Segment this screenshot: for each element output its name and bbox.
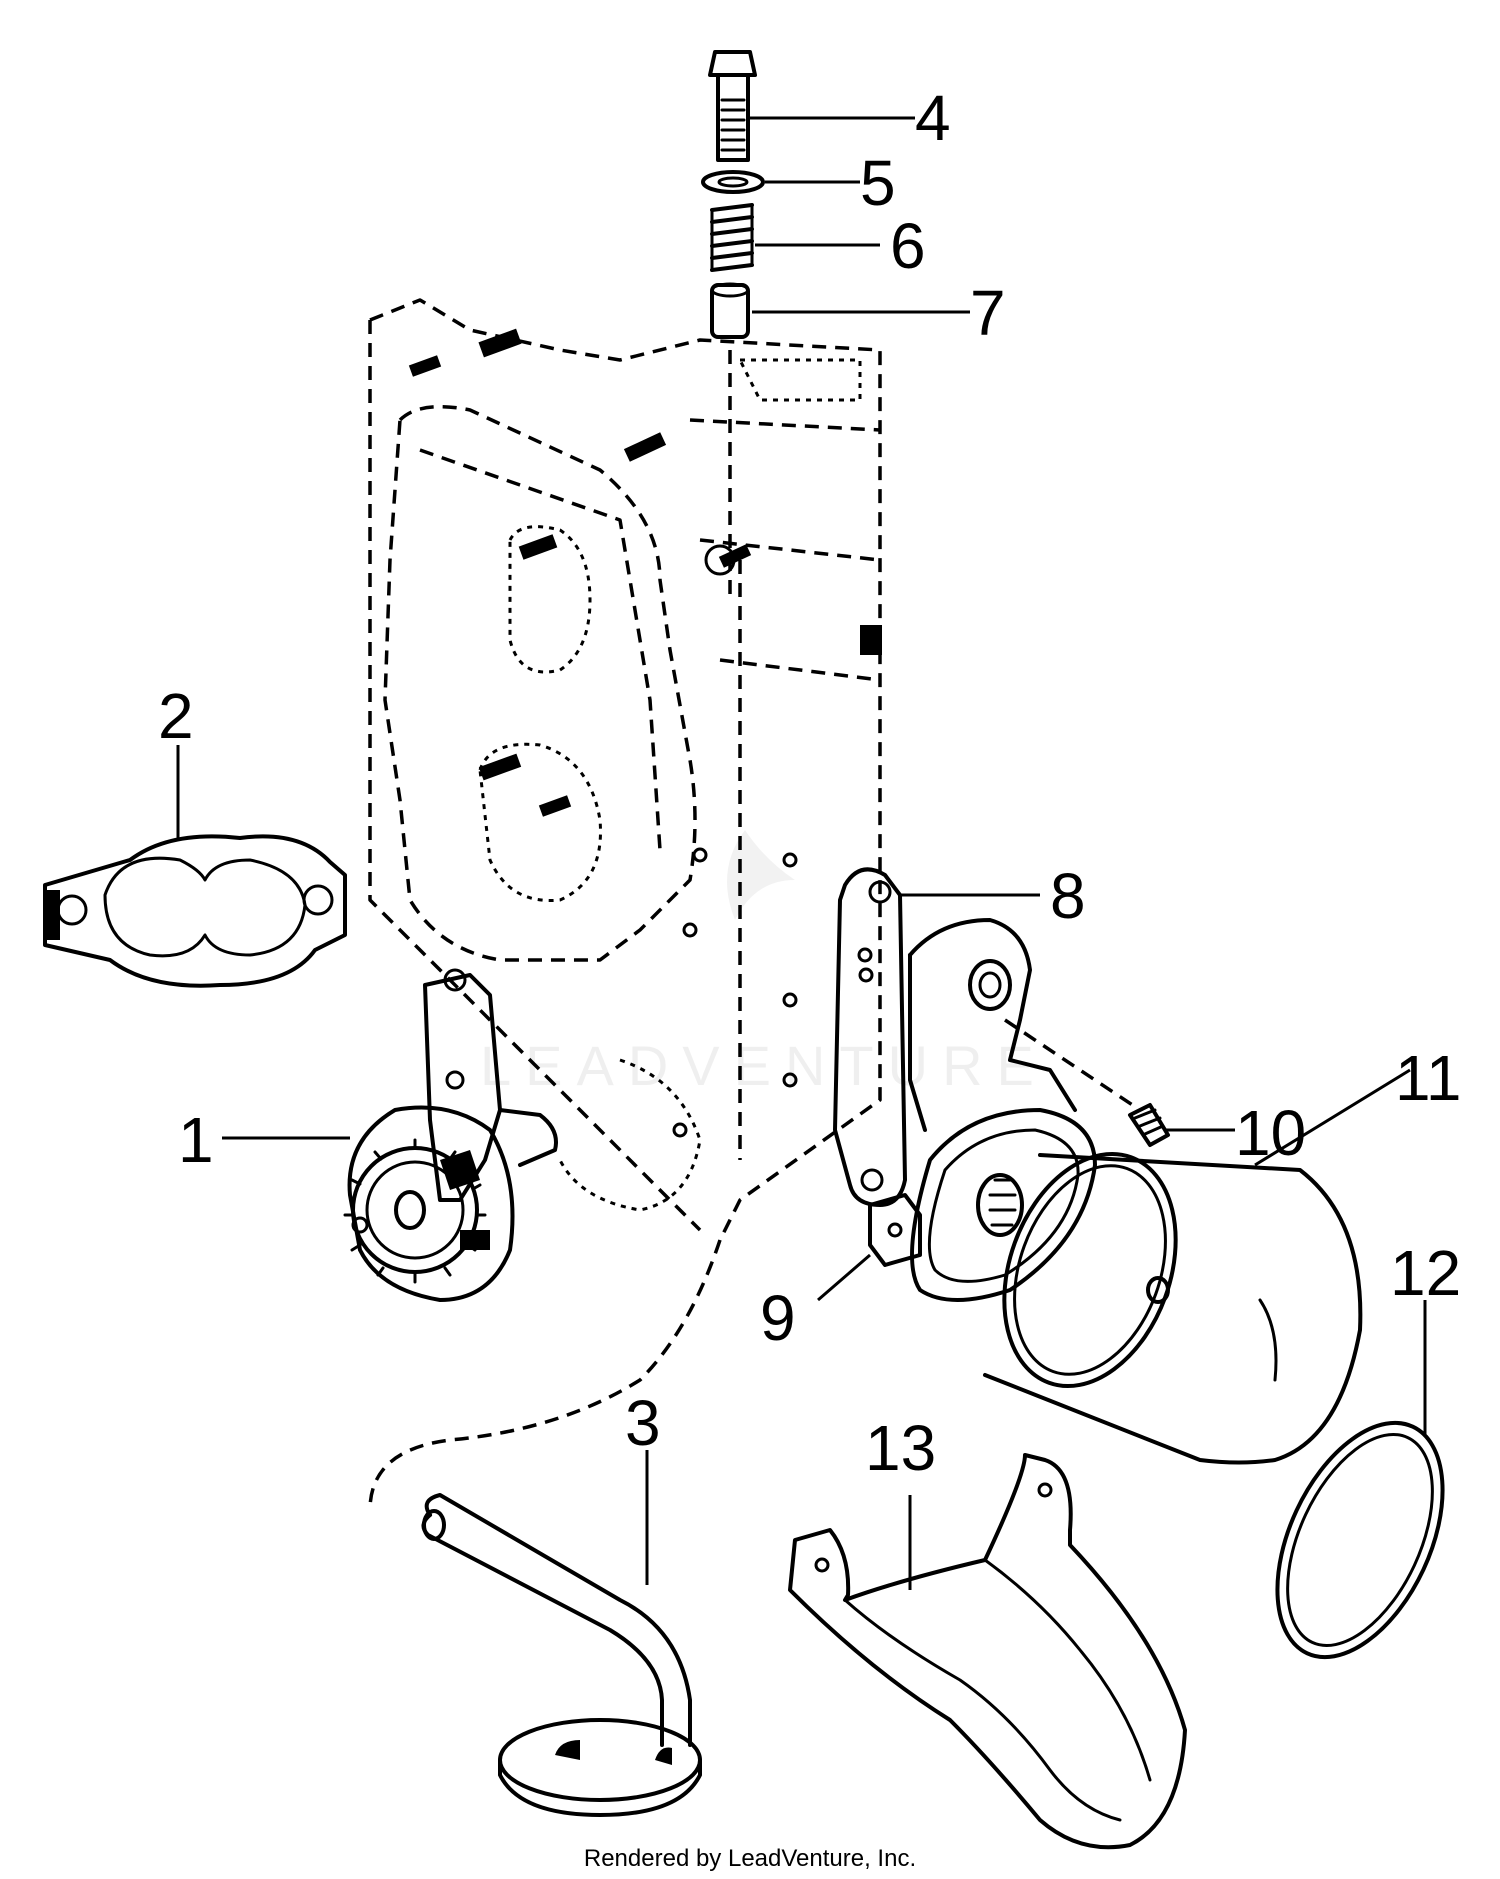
callout-11: 11 [1395, 1042, 1461, 1114]
leader-lines [176, 116, 1427, 1590]
part-5-washer [701, 170, 765, 194]
part-1-oil-pump [343, 968, 558, 1302]
callout-13: 13 [865, 1412, 936, 1484]
watermark: LEADVENTURE [480, 830, 1048, 1097]
engine-block-phantom [368, 298, 882, 1511]
part-4-bolt [708, 50, 757, 162]
watermark-text: LEADVENTURE [480, 1034, 1048, 1097]
callout-12: 12 [1390, 1237, 1461, 1309]
callout-9: 9 [760, 1282, 796, 1354]
part-7-plunger [710, 282, 750, 339]
callout-5: 5 [860, 147, 896, 219]
callout-3: 3 [625, 1387, 661, 1459]
callout-8: 8 [1050, 860, 1086, 932]
callout-1: 1 [178, 1104, 214, 1176]
callout-4: 4 [915, 82, 951, 154]
part-2-gasket [43, 834, 347, 988]
part-12-o-ring [1275, 1420, 1445, 1660]
part-8-gasket-plate [833, 867, 907, 1207]
callout-10: 10 [1235, 1097, 1306, 1169]
part-6-spring [710, 203, 754, 272]
render-credit: Rendered by LeadVenture, Inc. [584, 1845, 916, 1872]
part-9-filter-adapter [868, 918, 1141, 1302]
part-3-oil-pickup [421, 1493, 702, 1817]
part-10-fitting [1128, 1103, 1170, 1147]
callout-7: 7 [970, 277, 1006, 349]
callout-labels: 4 5 6 7 2 1 3 8 9 10 11 12 13 [158, 82, 1461, 1484]
part-11-oil-filter [983, 1151, 1363, 1465]
callout-6: 6 [890, 210, 926, 282]
callout-2: 2 [158, 680, 194, 752]
part-13-shield [788, 1453, 1187, 1850]
